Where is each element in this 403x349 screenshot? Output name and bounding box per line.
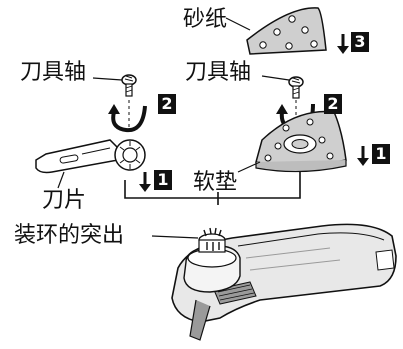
step-badge-blade-down: 1	[154, 170, 172, 190]
sandpaper-label: 砂纸	[183, 7, 228, 32]
ring-protrusion	[198, 227, 226, 253]
blade	[35, 139, 146, 174]
left-shaft-leader-line	[92, 77, 123, 81]
right-shaft-leader-line	[261, 75, 290, 81]
connector-bracket	[124, 172, 301, 205]
tool-shaft-label-right: 刀具轴	[185, 60, 252, 85]
rotate-arrow-icon	[108, 104, 147, 133]
down-arrow-icon	[337, 34, 349, 54]
step-badge-pad-down: 1	[372, 144, 390, 164]
soft-pad-label: 软垫	[193, 170, 238, 195]
down-arrow-icon	[357, 146, 369, 166]
ring-leader-line	[151, 235, 199, 239]
blade-label: 刀片	[42, 188, 87, 213]
multi-tool-body	[171, 223, 397, 341]
sandpaper-leader-line	[225, 17, 251, 31]
tool-shaft-screw-right	[288, 76, 304, 99]
soft-pad	[255, 110, 347, 173]
soft-pad-leader-line	[237, 161, 261, 173]
blade-leader-line	[57, 171, 65, 189]
ring-protrusion-label: 装环的突出	[14, 223, 125, 248]
step-badge-blade-rotate: 2	[158, 94, 176, 114]
sandpaper-sheet	[246, 7, 327, 55]
tool-shaft-label-left: 刀具轴	[20, 60, 87, 85]
down-arrow-icon	[139, 172, 151, 192]
step-badge-paper: 3	[351, 32, 369, 52]
tool-shaft-screw-left	[121, 74, 137, 97]
step-badge-pad-rotate: 2	[324, 94, 342, 114]
